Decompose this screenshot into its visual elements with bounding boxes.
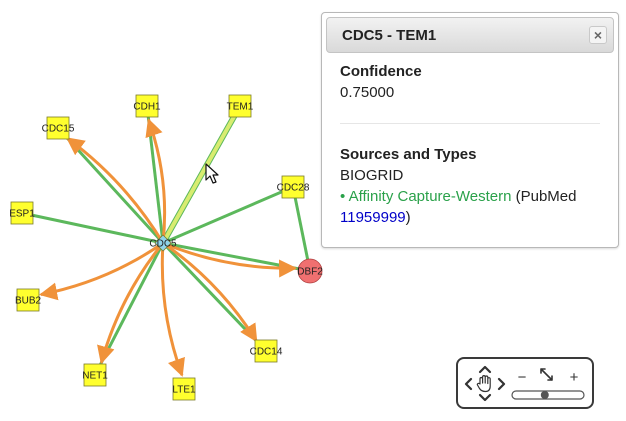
- nodes-layer: CDC5 CDH1 TEM1CDC15CDC28ESP1DBF2BUB2CDC14N…: [9, 94, 323, 401]
- node-label: CDC15: [42, 124, 75, 135]
- edges-layer: [21, 104, 312, 377]
- edge-cdc5-lte1[interactable]: [160, 242, 185, 377]
- node-cdc28[interactable]: CDC28: [277, 175, 310, 199]
- evidence-type-label: Affinity Capture-Western: [348, 188, 512, 205]
- bullet: •: [340, 188, 349, 205]
- node-lte1[interactable]: LTE1: [172, 377, 196, 401]
- node-shape[interactable]: [46, 116, 70, 140]
- pubmed-id-link[interactable]: 11959999: [340, 209, 406, 226]
- source-name: BIOGRID: [340, 167, 404, 184]
- navigator-panel: − +: [456, 357, 594, 409]
- node-cdh1[interactable]: CDH1: [133, 94, 161, 118]
- edge-cdc5-cdc15[interactable]: [65, 137, 165, 244]
- node-shape[interactable]: [281, 175, 305, 199]
- zoom-in-icon[interactable]: +: [570, 369, 579, 386]
- node-dbf2[interactable]: DBF2: [297, 258, 323, 284]
- hand-pan-icon[interactable]: [476, 375, 491, 393]
- evidence-line: • Affinity Capture-Western (PubMed: [340, 188, 577, 205]
- node-label: CDC5: [149, 239, 177, 250]
- node-esp1[interactable]: ESP1: [9, 201, 35, 225]
- edge-cdc5-esp1[interactable]: [21, 211, 164, 245]
- node-label: DBF2: [297, 267, 323, 278]
- edge-cdc5-bub2[interactable]: [39, 241, 164, 301]
- sources-heading: Sources and Types: [340, 146, 477, 163]
- evidence-type-link[interactable]: • Affinity Capture-Western: [340, 188, 511, 205]
- edge-cdc5-cdh1[interactable]: [145, 118, 167, 244]
- node-cdc15[interactable]: CDC15: [42, 116, 75, 140]
- node-shape[interactable]: [16, 288, 40, 312]
- edge-cdc28-dbf2[interactable]: [291, 186, 312, 272]
- edge-cdc5-tem1[interactable]: [161, 105, 242, 244]
- node-shape[interactable]: [10, 201, 34, 225]
- zoom-out-icon[interactable]: −: [518, 369, 527, 386]
- edge-cdc5-cdc28[interactable]: [162, 185, 294, 245]
- node-label: NET1: [82, 371, 108, 382]
- node-shape[interactable]: [297, 258, 323, 284]
- pan-down-icon[interactable]: [478, 393, 492, 402]
- node-tem1[interactable]: TEM1: [227, 94, 254, 118]
- node-net1[interactable]: NET1: [82, 363, 108, 387]
- node-bub2[interactable]: BUB2: [15, 288, 42, 312]
- pubmed-line: 11959999): [340, 209, 411, 226]
- node-label: ESP1: [9, 209, 35, 220]
- node-shape[interactable]: [135, 94, 159, 118]
- panel-title: CDC5 - TEM1: [342, 27, 437, 44]
- pan-up-icon[interactable]: [478, 365, 492, 374]
- divider: [340, 123, 600, 124]
- node-label: LTE1: [172, 385, 196, 396]
- node-label: BUB2: [15, 296, 42, 307]
- node-shape[interactable]: [228, 94, 252, 118]
- edge-cdc5-dbf2[interactable]: [162, 241, 298, 278]
- zoom-slider-thumb[interactable]: [540, 391, 549, 399]
- edge-cdc5-cdc14[interactable]: [162, 241, 258, 343]
- fit-view-icon[interactable]: [540, 368, 553, 381]
- edge-cdc5-net1[interactable]: [97, 242, 165, 365]
- node-shape[interactable]: [83, 363, 107, 387]
- node-cdc5[interactable]: CDC5: [149, 234, 177, 252]
- close-icon[interactable]: ×: [589, 26, 607, 44]
- mouse-cursor-icon: [205, 163, 219, 184]
- node-cdc14[interactable]: CDC14: [250, 339, 283, 363]
- node-label: TEM1: [227, 102, 254, 113]
- edge-cdc5-cdc15[interactable]: [56, 126, 165, 245]
- pan-left-icon[interactable]: [464, 377, 473, 391]
- node-shape[interactable]: [254, 339, 278, 363]
- node-label: CDC28: [277, 183, 310, 194]
- pubmed-prefix: (PubMed: [511, 188, 577, 205]
- node-shape[interactable]: [154, 234, 172, 252]
- pubmed-suffix: ): [405, 209, 411, 226]
- panel-header: CDC5 - TEM1 ×: [326, 17, 614, 53]
- confidence-heading: Confidence: [340, 63, 422, 80]
- node-label: CDH1: [133, 102, 161, 113]
- edge-details-panel: CDC5 - TEM1 × Confidence 0.75000 Sources…: [321, 12, 619, 248]
- node-shape[interactable]: [172, 377, 196, 401]
- pan-right-icon[interactable]: [497, 377, 506, 391]
- confidence-value: 0.75000: [340, 84, 395, 101]
- node-label: CDC14: [250, 347, 283, 358]
